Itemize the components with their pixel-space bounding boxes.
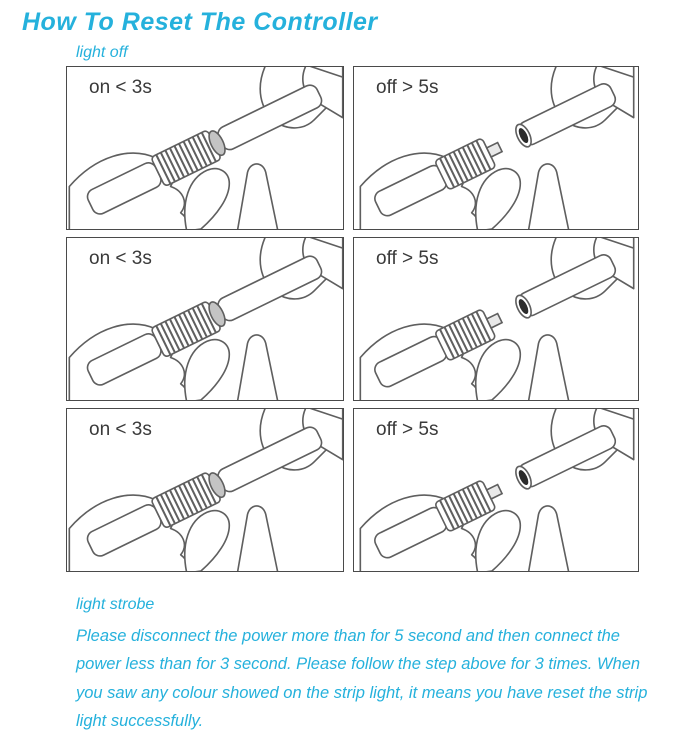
step-panel-4: off > 5s [353, 237, 639, 401]
left-thumb [183, 509, 231, 571]
step-label: on < 3s [89, 77, 152, 98]
dc-connector [86, 426, 323, 557]
knurl-ribs [439, 482, 492, 530]
dc-connector-split [374, 425, 617, 559]
right-thumb [236, 334, 279, 400]
connector-seam-ring [208, 130, 226, 157]
instruction-sheet: How To Reset The Controller light off on… [22, 8, 648, 731]
steps-grid: on < 3s off > 5s [66, 66, 639, 572]
connector-seam-ring [208, 472, 226, 499]
light-strobe-label: light strobe [76, 596, 155, 613]
jack-hole [518, 299, 529, 315]
step-label: on < 3s [89, 248, 152, 269]
connector-seam-ring [208, 301, 226, 328]
right-thumb [527, 163, 570, 229]
jack-hole [518, 470, 529, 486]
step-illustration [354, 409, 638, 571]
step-panel-5: on < 3s [66, 408, 344, 572]
left-thumb [183, 338, 231, 400]
dc-connector-split [374, 254, 617, 388]
dc-connector [86, 255, 323, 386]
connector-disconnected-illustration [359, 67, 635, 229]
jack-hole [518, 128, 529, 144]
plug-tip [485, 483, 504, 501]
step-panel-1: on < 3s [66, 66, 344, 230]
left-thumb [474, 167, 522, 229]
knurl-ribs [155, 474, 217, 527]
right-thumb [527, 334, 570, 400]
left-thumb [183, 167, 231, 229]
step-illustration [354, 238, 638, 400]
step-illustration [354, 67, 638, 229]
connector-disconnected-illustration [359, 409, 635, 571]
page-title: How To Reset The Controller [22, 8, 378, 36]
step-label: on < 3s [89, 419, 152, 440]
connector-connected-illustration [68, 238, 343, 400]
right-thumb [527, 505, 570, 571]
step-label: off > 5s [376, 419, 439, 440]
connector-disconnected-illustration [359, 238, 635, 400]
step-illustration [67, 67, 343, 229]
right-thumb [236, 163, 279, 229]
step-panel-3: on < 3s [66, 237, 344, 401]
knurl-ribs [439, 311, 492, 359]
dc-connector [86, 84, 323, 215]
connector-connected-illustration [68, 67, 343, 229]
step-panel-6: off > 5s [353, 408, 639, 572]
connector-connected-illustration [68, 409, 343, 571]
right-thumb [236, 505, 279, 571]
light-off-label: light off [76, 44, 128, 61]
step-panel-2: off > 5s [353, 66, 639, 230]
knurl-ribs [155, 303, 217, 356]
plug-tip [485, 312, 504, 330]
plug-tip [485, 141, 504, 159]
reset-instructions-text: Please disconnect the power more than fo… [76, 627, 648, 731]
knurl-ribs [155, 132, 217, 185]
dc-connector-split [374, 83, 617, 217]
step-illustration [67, 238, 343, 400]
step-label: off > 5s [376, 77, 439, 98]
knurl-ribs [439, 140, 492, 188]
step-illustration [67, 409, 343, 571]
left-thumb [474, 338, 522, 400]
step-label: off > 5s [376, 248, 439, 269]
left-thumb [474, 509, 522, 571]
